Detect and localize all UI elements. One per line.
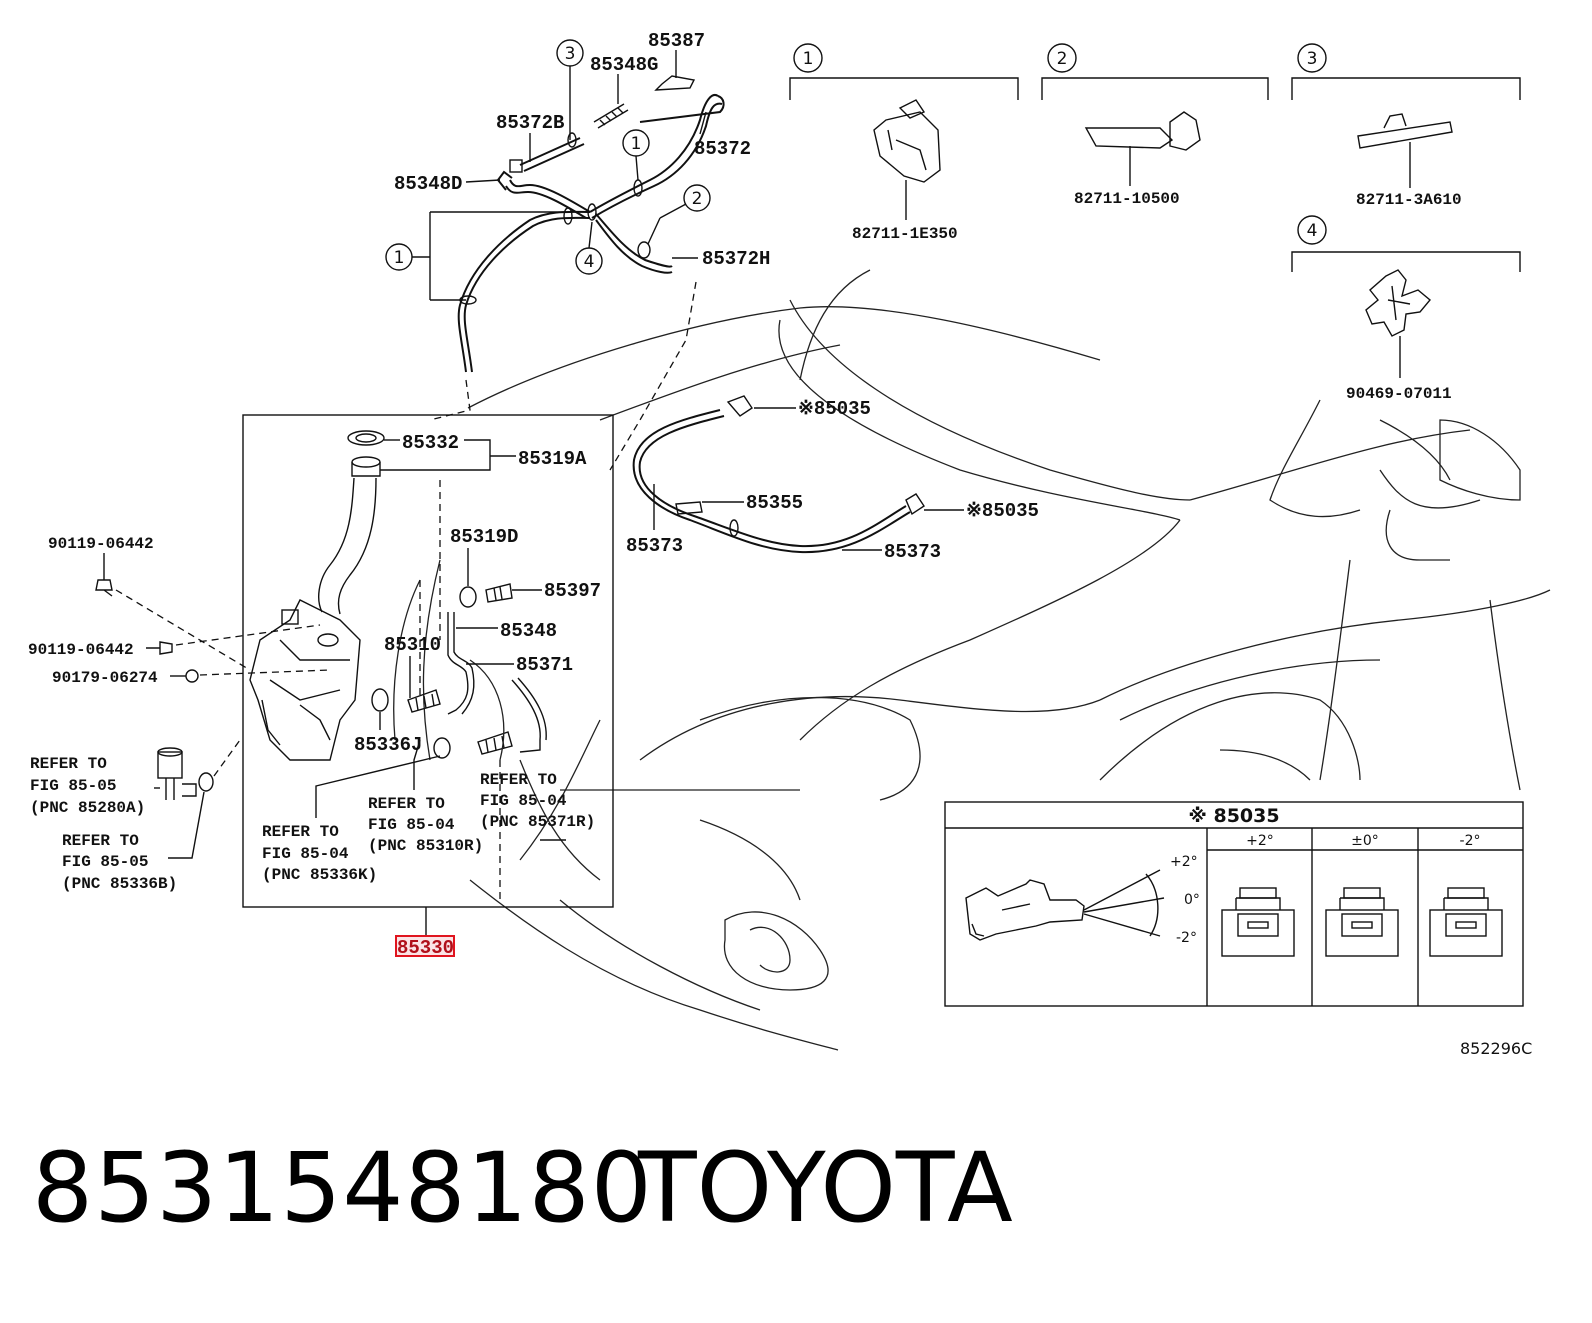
refer-85371R-line1: REFER TO [480, 771, 557, 789]
label-90179: 90179-06274 [52, 669, 158, 687]
tank-frame [242, 414, 614, 908]
refer-85280A-line3: (PNC 85280A) [30, 799, 145, 817]
part-number: 8531548180 [32, 1132, 653, 1244]
label-85310: 85310 [384, 634, 441, 656]
label-85332: 85332 [402, 432, 459, 454]
dashed-leaders [115, 281, 697, 900]
diagram-code: 852296C [1460, 1039, 1532, 1058]
refer-85371R-line2: FIG 85-04 [480, 792, 567, 810]
callout-1-hose: 1 [631, 134, 642, 154]
inset-title: ※ 85035 [1188, 805, 1279, 827]
panel-3-part: 82711-3A610 [1356, 191, 1462, 209]
refer-85310R-line2: FIG 85-04 [368, 816, 455, 834]
label-85348: 85348 [500, 620, 557, 642]
refer-notes: REFER TO FIG 85-05 (PNC 85280A) REFER TO… [30, 739, 595, 893]
label-85355: 85355 [746, 492, 803, 514]
label-85397: 85397 [544, 580, 601, 602]
refer-85336B-line2: FIG 85-05 [62, 853, 148, 871]
refer-85310R-line3: (PNC 85310R) [368, 837, 483, 855]
label-85372: 85372 [694, 138, 751, 160]
inset-col-zero: ±0° [1351, 833, 1379, 849]
angle-zero: 0° [1184, 892, 1200, 908]
clip-panel-3: 3 82711-3A610 [1291, 43, 1521, 209]
label-85035-top: ※85035 [798, 398, 871, 420]
brand-name: TOYOTA [638, 1132, 1013, 1244]
inset-col-minus2: -2° [1460, 833, 1481, 849]
panel-3-num: 3 [1307, 49, 1318, 69]
refer-85336K-line3: (PNC 85336K) [262, 866, 377, 884]
label-85330: 85330 [397, 937, 454, 959]
panel-4-num: 4 [1307, 221, 1318, 241]
label-85373-left: 85373 [626, 535, 683, 557]
label-85336J: 85336J [354, 734, 422, 756]
inset-85035: ※ 85035 +2° ±0° -2° +2° 0° -2° [944, 801, 1524, 1007]
bolt-labels: 90119-06442 90119-06442 90179-06274 [28, 535, 199, 687]
panel-1-part: 82711-1E350 [852, 225, 958, 243]
top-labels: 85387 85348G 85372B 85372 85348D 85372H [394, 30, 770, 270]
angle-minus2: -2° [1176, 930, 1197, 946]
inset-col-plus2: +2° [1246, 833, 1274, 849]
callout-1-bracket: 1 [394, 248, 405, 268]
panel-4-part: 90469-07011 [1346, 385, 1452, 403]
label-85319A: 85319A [518, 448, 587, 470]
panel-1-num: 1 [803, 49, 814, 69]
assembly-85330: 85330 [395, 907, 455, 959]
label-85319D: 85319D [450, 526, 518, 548]
label-90119-mid: 90119-06442 [28, 641, 134, 659]
highlight-box [395, 935, 455, 957]
callout-2-hose: 2 [692, 189, 703, 209]
label-85348D: 85348D [394, 173, 462, 195]
callout-4-hose: 4 [584, 252, 595, 272]
panel-2-num: 2 [1057, 49, 1068, 69]
refer-85336K-line2: FIG 85-04 [262, 845, 349, 863]
refer-85336B-line1: REFER TO [62, 832, 139, 850]
nozzle-face-plus2 [1221, 887, 1295, 957]
callout-3-top: 3 [565, 44, 576, 64]
refer-85336B-line3: (PNC 85336B) [62, 875, 177, 893]
tank-labels: 85332 85319A 85319D 85397 85348 85310 85… [354, 432, 601, 756]
washer-tank-box [242, 414, 614, 908]
refer-85280A-line1: REFER TO [30, 755, 107, 773]
label-85348G: 85348G [590, 54, 658, 76]
nozzle-hose: ※85035 ※85035 85355 85373 85373 [626, 395, 1039, 563]
clip-panel-2: 2 82711-10500 [1041, 43, 1269, 208]
nozzle-face-zero [1325, 887, 1399, 957]
angle-plus2: +2° [1170, 854, 1198, 870]
inset-frame [944, 801, 1524, 1007]
panel-2-part: 82711-10500 [1074, 190, 1180, 208]
label-85372H: 85372H [702, 248, 770, 270]
label-85371: 85371 [516, 654, 573, 676]
refer-85280A-line2: FIG 85-05 [30, 777, 116, 795]
callout-circles: 3 1 2 4 1 [385, 39, 711, 301]
refer-85336K-line1: REFER TO [262, 823, 339, 841]
label-90119-top: 90119-06442 [48, 535, 154, 553]
pump-parts [154, 739, 241, 859]
clip-panel-1: 1 82711-1E350 [789, 43, 1019, 243]
label-85373-right: 85373 [884, 541, 941, 563]
refer-85371R-line3: (PNC 85371R) [480, 813, 595, 831]
label-85372B: 85372B [496, 112, 564, 134]
label-85035-right: ※85035 [966, 500, 1039, 522]
nozzle-face-minus2 [1429, 887, 1503, 957]
clip-panel-4: 4 90469-07011 [1291, 215, 1521, 403]
car-body-outline [393, 269, 1551, 1051]
label-85387: 85387 [648, 30, 705, 52]
refer-85310R-line1: REFER TO [368, 795, 445, 813]
